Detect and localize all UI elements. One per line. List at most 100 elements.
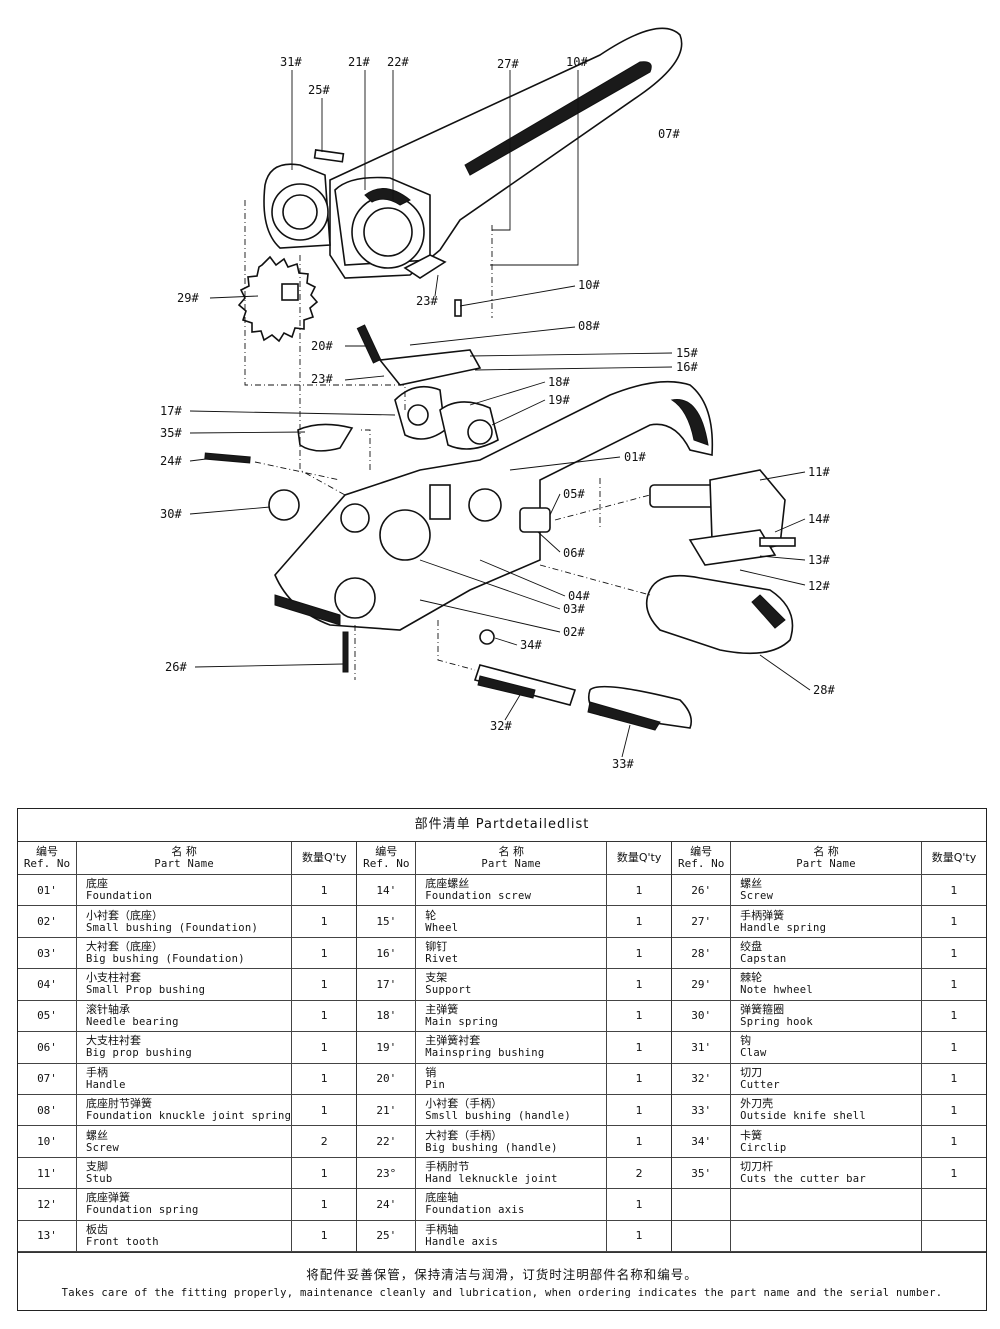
- ref-no: 35': [672, 1157, 732, 1189]
- ratchet-wheel-part: [237, 255, 319, 343]
- part-name: [731, 1189, 922, 1220]
- ref-no: 23°: [357, 1157, 417, 1189]
- part-name-en: Stub: [86, 1173, 113, 1185]
- ref-no: [672, 1189, 732, 1220]
- quantity: 1: [950, 1009, 958, 1023]
- callout: 11#: [808, 465, 830, 479]
- part-name-cn: 大衬套（手柄）: [425, 1128, 503, 1142]
- callout: 12#: [808, 579, 830, 593]
- part-name-en: Support: [425, 984, 472, 997]
- ref-header-en: Ref. No: [363, 857, 410, 870]
- ref-no: 27': [672, 906, 732, 937]
- ref-no: 13': [18, 1220, 77, 1252]
- part-name-en: Foundation spring: [86, 1204, 199, 1217]
- ref-no: 25': [357, 1220, 417, 1252]
- callout: 19#: [548, 393, 570, 407]
- quantity: 1: [320, 946, 328, 960]
- part-name-cn: 板齿: [86, 1222, 108, 1236]
- name-header-en: Part Name: [796, 858, 856, 870]
- part-name-en: Cutter: [740, 1078, 780, 1091]
- part-name: 大衬套（底座）Big bushing (Foundation): [77, 937, 293, 969]
- part-name-en: Rivet: [425, 953, 459, 966]
- quantity: 1: [320, 1072, 328, 1086]
- callout: 31#: [280, 55, 302, 69]
- callout: 13#: [808, 553, 830, 567]
- ref-no: 14': [357, 875, 417, 906]
- part-name-cn: 大衬套（底座）: [86, 940, 163, 954]
- part-name-cn: 手柄肘节: [425, 1160, 470, 1173]
- part-name-cn: 绞盘: [740, 940, 763, 954]
- part-name-en: Spring hook: [740, 1015, 813, 1028]
- quantity: 1: [320, 1197, 328, 1211]
- part-name-en: Small bushing (Foundation): [86, 921, 259, 934]
- callout: 15#: [676, 346, 698, 360]
- callout: 06#: [563, 546, 585, 560]
- part-name-en: Foundation knuckle joint spring: [86, 1110, 292, 1123]
- part-name-en: Smsll bushing (handle): [425, 1110, 571, 1123]
- ref-no: 02': [18, 906, 77, 937]
- name-header-cn: 名 称: [813, 845, 839, 858]
- quantity: [922, 1221, 986, 1251]
- ref-header-cn: 编号: [375, 845, 398, 858]
- ref-header-en: Ref. No: [677, 857, 725, 870]
- part-name-cn: 切刀杆: [740, 1160, 774, 1173]
- quantity: 1: [320, 977, 328, 991]
- ref-no: 15': [357, 906, 417, 937]
- part-name-en: Front tooth: [86, 1235, 159, 1248]
- part-name-en: Foundation axis: [425, 1204, 525, 1217]
- ref-no: 31': [672, 1032, 732, 1063]
- qty-header: 数量Q'ty: [616, 851, 662, 864]
- callout: 29#: [177, 291, 199, 305]
- ref-no: 19': [357, 1032, 417, 1063]
- callout: 32#: [490, 719, 512, 733]
- quantity: 1: [635, 1009, 643, 1023]
- quantity: 1: [635, 1197, 643, 1211]
- part-name-en: Capstan: [740, 953, 787, 966]
- part-name-en: Foundation screw: [425, 890, 532, 903]
- callout: 03#: [563, 602, 585, 616]
- part-name-en: Outside knife shell: [740, 1110, 866, 1123]
- ref-no: 12': [18, 1189, 77, 1220]
- part-name-en: Screw: [86, 1141, 120, 1154]
- callout: 18#: [548, 375, 570, 389]
- part-name-en: Big bushing (handle): [425, 1141, 558, 1154]
- assembly-lines: [244, 200, 651, 680]
- part-name: 小衬套（底座）Small bushing (Foundation): [77, 906, 293, 937]
- part-name-cn: 手柄: [86, 1065, 108, 1079]
- part-name-en: Cuts the cutter bar: [740, 1173, 866, 1185]
- parts-list-title: 部件清单 Partdetailedlist: [18, 809, 986, 842]
- part-name-cn: 小支柱衬套: [86, 971, 141, 985]
- ref-no: 10': [18, 1126, 77, 1157]
- part-name-cn: 手柄弹簧: [740, 908, 785, 922]
- callout: 08#: [578, 319, 600, 333]
- quantity: 1: [950, 1103, 958, 1117]
- quantity: 1: [320, 1103, 328, 1117]
- callout: 10#: [566, 55, 588, 69]
